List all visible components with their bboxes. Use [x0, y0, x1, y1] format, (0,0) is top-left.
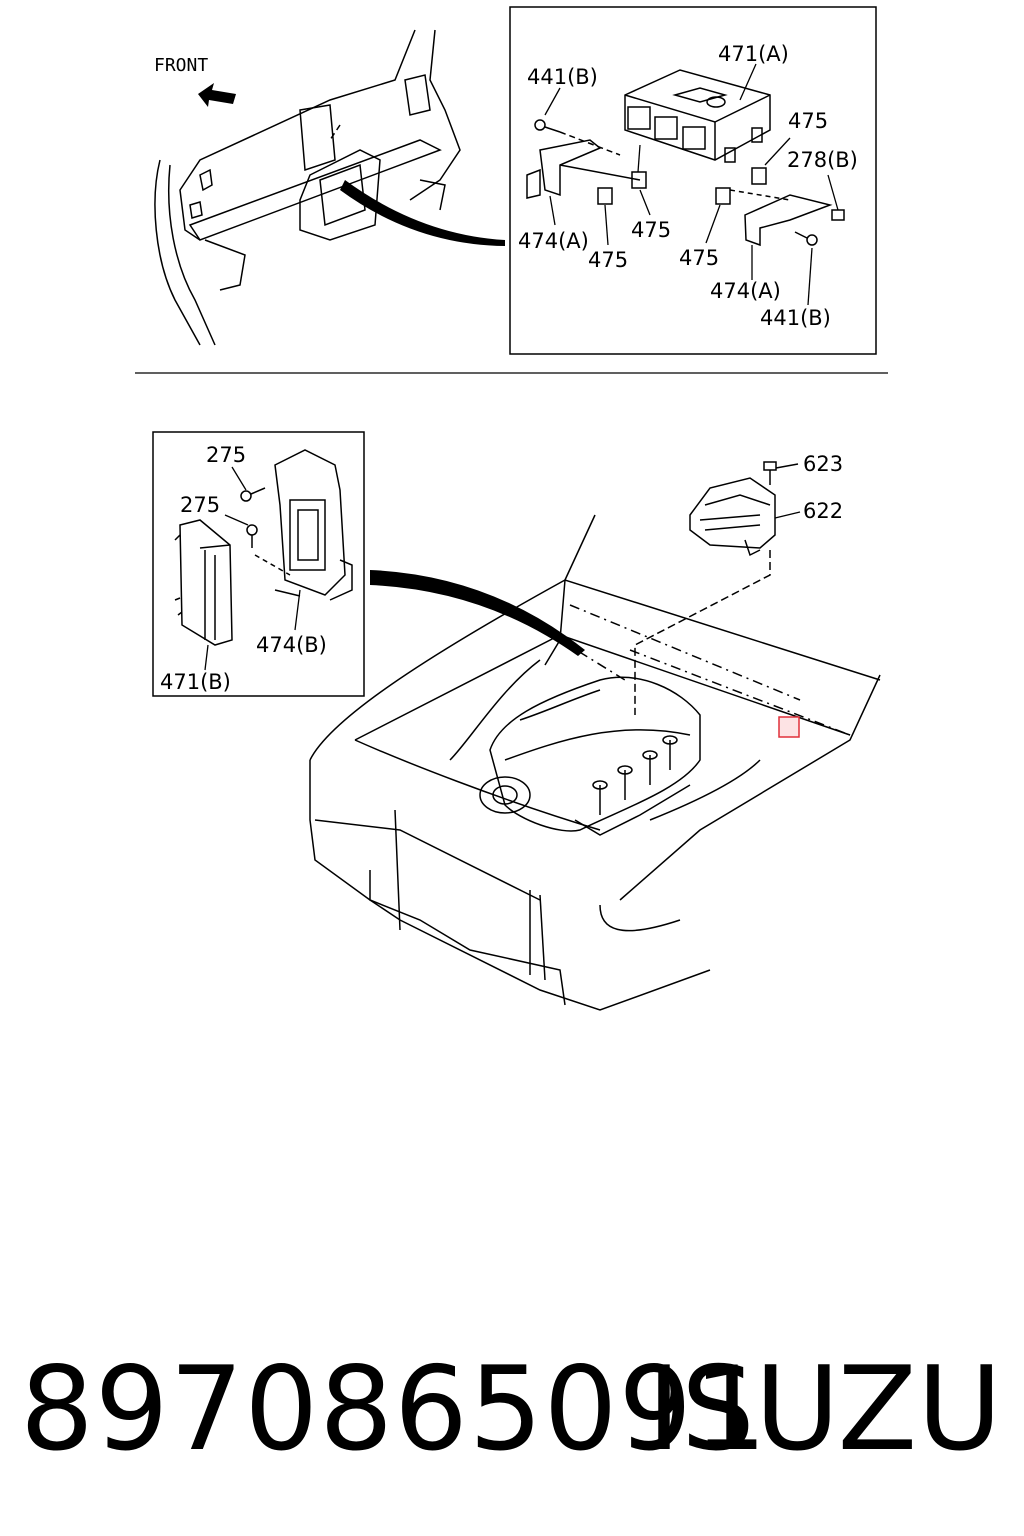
control-unit-471a: [624, 69, 771, 163]
label-475-right: 475: [788, 109, 828, 133]
label-623: 623: [803, 452, 843, 476]
leaders-bottom-left: [204, 466, 301, 671]
label-474b: 474(B): [256, 633, 327, 657]
label-441b-bottom: 441(B): [760, 306, 831, 330]
label-471a: 471(A): [718, 42, 789, 66]
label-622: 622: [803, 499, 843, 523]
leader-622: [774, 511, 801, 519]
screws-441b: [534, 119, 845, 246]
leaders-top: [544, 63, 839, 306]
label-475-bottom-right: 475: [679, 246, 719, 270]
parts-diagram: FRONT: [135, 6, 888, 1011]
bracket-474a-right: [729, 189, 833, 247]
label-474a-left: 474(A): [518, 229, 589, 253]
part-number: 8970865091: [20, 1342, 769, 1477]
label-278b: 278(B): [787, 148, 858, 172]
bolts-275: [240, 487, 291, 576]
brand-name: ISUZU: [646, 1342, 1002, 1477]
label-275-b: 275: [180, 493, 220, 517]
label-475-mid: 475: [631, 218, 671, 242]
bracket-474b: [274, 449, 353, 601]
front-label: FRONT: [154, 55, 208, 76]
inset-leader-top: [340, 180, 505, 246]
label-275-a: 275: [206, 443, 246, 467]
highlight-marker: [778, 716, 800, 738]
bracket-474a-left: [526, 139, 641, 199]
label-471b: 471(B): [160, 670, 231, 694]
footer: 8970865091 ISUZU: [0, 1340, 1024, 1480]
clips-475: [597, 167, 767, 205]
engine-bay-sketch: [309, 514, 881, 1011]
module-471b: [174, 519, 233, 646]
label-474a-right: 474(A): [710, 279, 781, 303]
label-441b-top: 441(B): [527, 65, 598, 89]
inset-leader-bottom: [370, 570, 585, 656]
inset-box-bottom: [152, 431, 365, 697]
front-arrow: [198, 83, 236, 107]
intake-manifold: [449, 659, 761, 836]
label-475-bottom-left: 475: [588, 248, 628, 272]
inset-box-top: [509, 6, 877, 355]
igniter-622: [634, 477, 776, 715]
bolt-623: [763, 461, 799, 485]
dashboard-sketch: [154, 29, 461, 346]
